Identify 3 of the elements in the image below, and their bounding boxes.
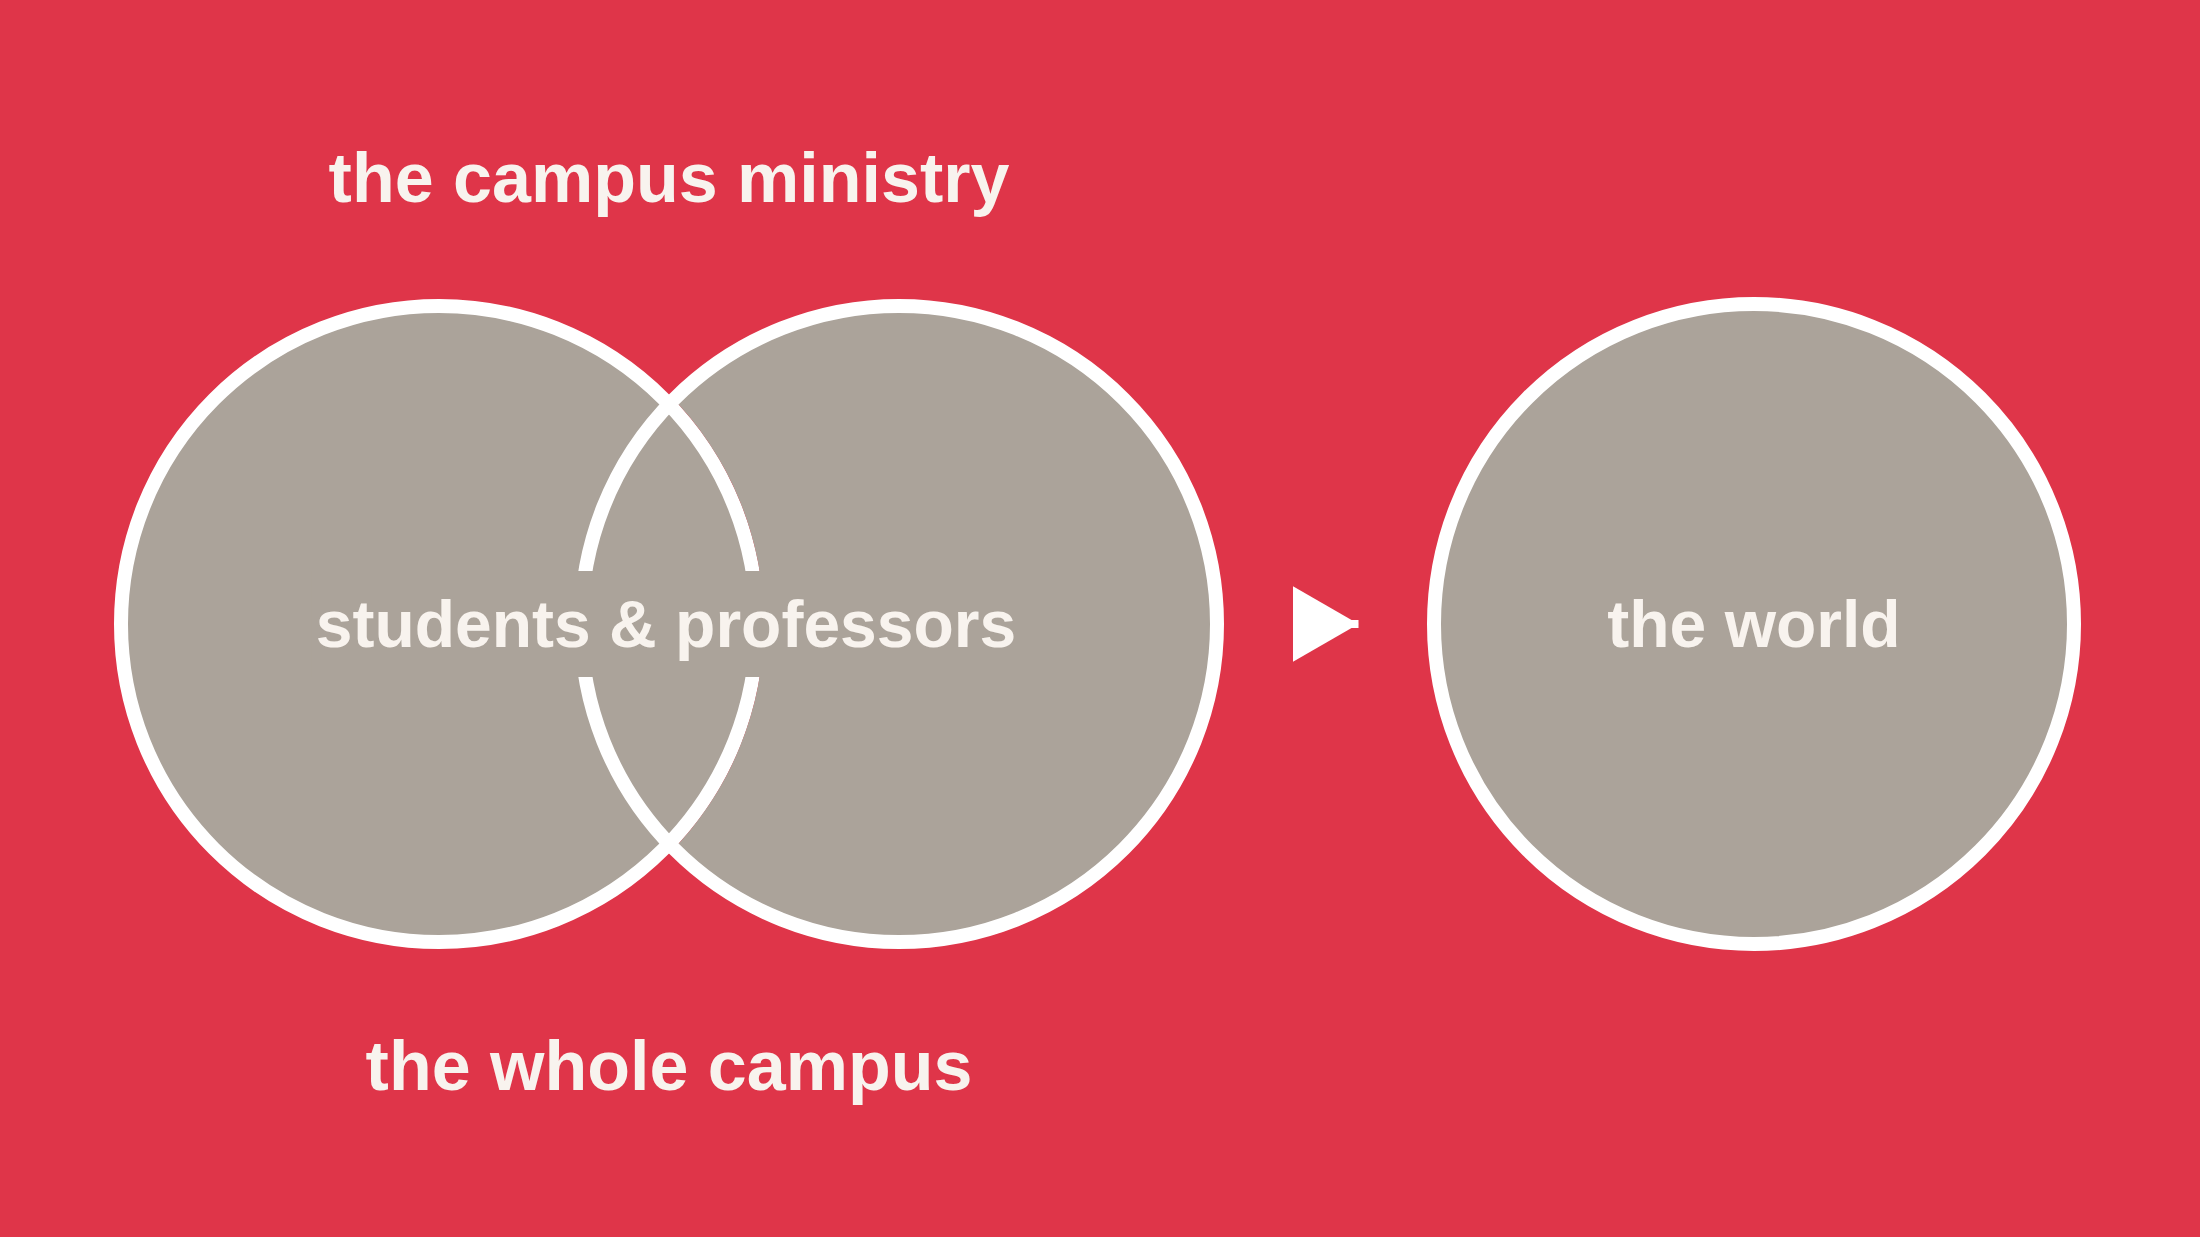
arrow xyxy=(1292,586,1359,662)
circle-label: the world xyxy=(1607,585,1901,663)
circle xyxy=(1427,297,2081,951)
